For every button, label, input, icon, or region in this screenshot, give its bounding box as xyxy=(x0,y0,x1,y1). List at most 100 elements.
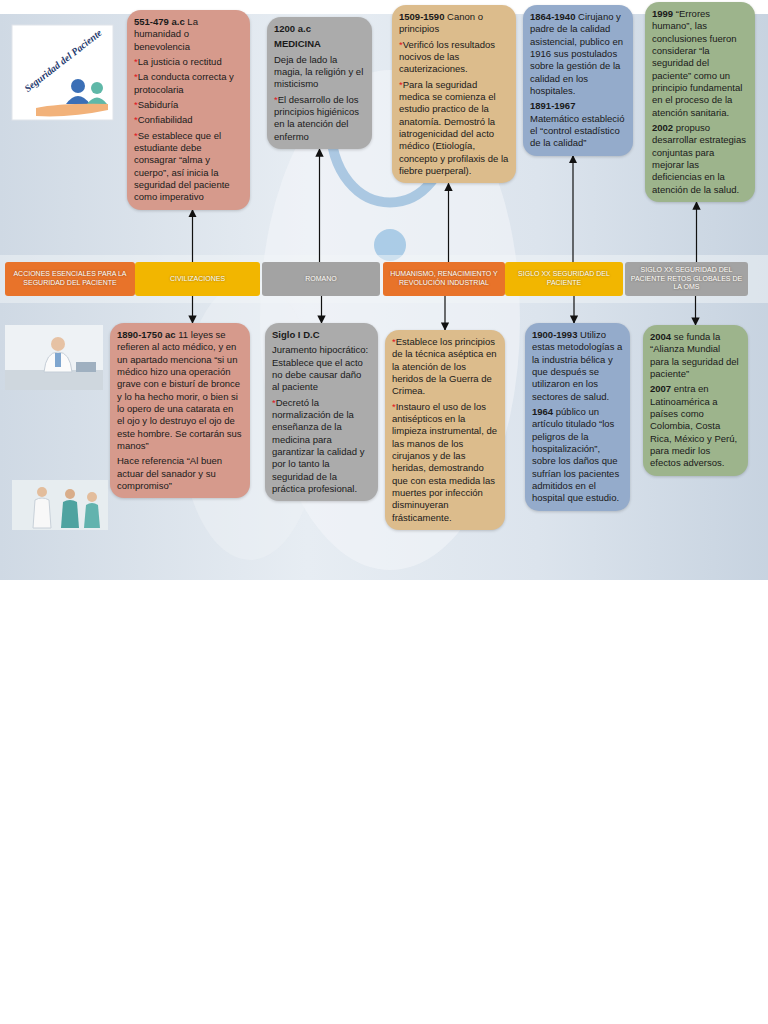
event-box: 1999 “Errores humano”, las conclusiones … xyxy=(645,2,755,202)
nurse-figure xyxy=(87,492,97,502)
year-text: 2007 xyxy=(650,383,671,394)
event-box: 1200 a.cMEDICINA Deja de lado la magia, l… xyxy=(267,17,372,149)
doctor-figure xyxy=(55,353,61,367)
band-label: HUMANISMO, RENACIMIENTO Y REVOLUCIÓN IND… xyxy=(387,270,501,288)
timeline-arrow xyxy=(573,296,574,323)
bullet-mark: * xyxy=(134,56,138,67)
doctor-figure xyxy=(44,352,72,372)
year-text: 1864-1940 xyxy=(530,11,575,22)
event-text: *Confiabilidad xyxy=(134,114,243,126)
timeline-arrow xyxy=(192,210,193,262)
timeline-arrow xyxy=(448,183,449,262)
timeline-arrow xyxy=(696,202,697,262)
timeline-arrow xyxy=(319,149,320,262)
era-band: SIGLO XX SEGURIDAD DEL PACIENTE RETOS GL… xyxy=(625,262,748,296)
nurse-figure xyxy=(33,498,51,528)
year-text: 2004 xyxy=(650,331,671,342)
nurse-figure xyxy=(37,487,47,497)
event-text: Hace referencia “Al buen actuar del sana… xyxy=(117,455,243,492)
event-text: 1864-1940 Cirujano y padre de la calidad… xyxy=(530,11,626,97)
event-text: Deja de lado la magia, la religión y el … xyxy=(274,54,365,91)
timeline-arrow xyxy=(192,296,193,323)
logo-title: Seguridad del Paciente xyxy=(16,22,109,98)
desk-shape xyxy=(5,370,103,390)
event-box: 1890-1750 ac 11 leyes se refieren al act… xyxy=(110,323,250,498)
timeline-arrow xyxy=(572,156,573,262)
doctor-figure xyxy=(51,337,65,351)
event-text: 2007 entra en Latinoamérica a países com… xyxy=(650,383,741,469)
band-label: ROMANO xyxy=(305,275,337,284)
laptop-shape xyxy=(76,362,96,372)
bullet-mark: * xyxy=(134,114,138,125)
band-label: CIVILIZACIONES xyxy=(170,275,225,284)
event-text: *Para la seguridad medica se comienza el… xyxy=(399,79,509,178)
timeline-arrow xyxy=(444,296,445,330)
era-band: HUMANISMO, RENACIMIENTO Y REVOLUCIÓN IND… xyxy=(383,262,505,296)
era-band: ACCIONES ESENCIALES PARA LA SEGURIDAD DE… xyxy=(5,262,135,296)
bullet-mark: * xyxy=(134,99,138,110)
event-box: 1509-1590 Canon o principios *Verificó lo… xyxy=(392,5,516,183)
event-box: 2004 se funda la “Alianza Mundial para l… xyxy=(643,325,748,476)
person-icon xyxy=(91,82,103,94)
event-text: Juramento hipocrático: Establece que el … xyxy=(272,344,371,393)
event-box: 1864-1940 Cirujano y padre de la calidad… xyxy=(523,5,633,156)
year-text: 551-479 a.c xyxy=(134,16,185,27)
nurse-figure xyxy=(84,503,100,528)
event-text: *Se establece que el estudiante debe con… xyxy=(134,130,243,204)
year-text: 1890-1750 ac xyxy=(117,329,176,340)
event-text: Siglo I D.C xyxy=(272,329,371,341)
era-band: SIGLO XX SEGURIDAD DEL PACIENTE xyxy=(505,262,623,296)
event-text: 1999 “Errores humano”, las conclusiones … xyxy=(652,8,748,119)
year-text: 1900-1993 xyxy=(532,329,577,340)
bullet-mark: * xyxy=(134,130,138,141)
nurse-figure xyxy=(61,500,79,528)
era-band: CIVILIZACIONES xyxy=(135,262,260,296)
era-band: ROMANO xyxy=(262,262,380,296)
year-text: 2002 xyxy=(652,122,673,133)
event-text: *Verificó los resultados nocivos de las … xyxy=(399,39,509,76)
event-text: 1509-1590 Canon o principios xyxy=(399,11,509,36)
event-text: 1890-1750 ac 11 leyes se refieren al act… xyxy=(117,329,243,452)
nurses-photo xyxy=(12,480,108,530)
bullet-mark: * xyxy=(399,39,403,50)
event-text: 1891-1967 Matemático estableció el “cont… xyxy=(530,100,626,149)
year-text: 1999 xyxy=(652,8,673,19)
event-text: 1900-1993 Utilizo estas metodologías a l… xyxy=(532,329,623,403)
band-label: ACCIONES ESENCIALES PARA LA SEGURIDAD DE… xyxy=(9,270,131,288)
hand-icon xyxy=(36,104,108,117)
event-text: 2002 propuso desarrollar estrategias con… xyxy=(652,122,748,196)
event-box: 1900-1993 Utilizo estas metodologías a l… xyxy=(525,323,630,511)
band-label: SIGLO XX SEGURIDAD DEL PACIENTE xyxy=(509,270,619,288)
timeline-arrow xyxy=(321,296,322,323)
event-text: 551-479 a.c La humanidad o benevolencia xyxy=(134,16,243,53)
bullet-mark: * xyxy=(399,79,403,90)
event-text: *La justicia o rectitud xyxy=(134,56,243,68)
event-text: *Establece los principios de la técnica … xyxy=(392,336,498,398)
bullet-mark: * xyxy=(134,71,138,82)
bullet-mark: * xyxy=(392,401,396,412)
band-label: SIGLO XX SEGURIDAD DEL PACIENTE RETOS GL… xyxy=(629,266,744,292)
event-text: MEDICINA xyxy=(274,38,365,50)
event-text: *Instauro el uso de los antisépticos en … xyxy=(392,401,498,524)
event-text: *La conducta correcta y protocolaria xyxy=(134,71,243,96)
event-text: 1964 público un artículo titulado “los p… xyxy=(532,406,623,505)
event-text: 1200 a.c xyxy=(274,23,365,35)
event-text: *Decretó la normalización de la enseñanz… xyxy=(272,397,371,496)
event-box: *Establece los principios de la técnica … xyxy=(385,330,505,530)
event-box: 551-479 a.c La humanidad o benevolencia *… xyxy=(127,10,250,210)
band-glow xyxy=(0,255,768,303)
bullet-mark: * xyxy=(392,336,396,347)
event-text: *Sabiduría xyxy=(134,99,243,111)
nurse-figure xyxy=(65,489,75,499)
year-text: 1509-1590 xyxy=(399,11,444,22)
doctor-photo xyxy=(5,325,103,390)
year-text: 1964 xyxy=(532,406,553,417)
person-icon xyxy=(66,96,90,104)
event-box: Siglo I D.C Juramento hipocrático: Establ… xyxy=(265,323,378,501)
person-icon xyxy=(87,98,107,105)
event-text: *El desarrollo de los principios higiéni… xyxy=(274,94,365,143)
bullet-mark: * xyxy=(274,94,278,105)
year-text: 1891-1967 xyxy=(530,100,575,111)
